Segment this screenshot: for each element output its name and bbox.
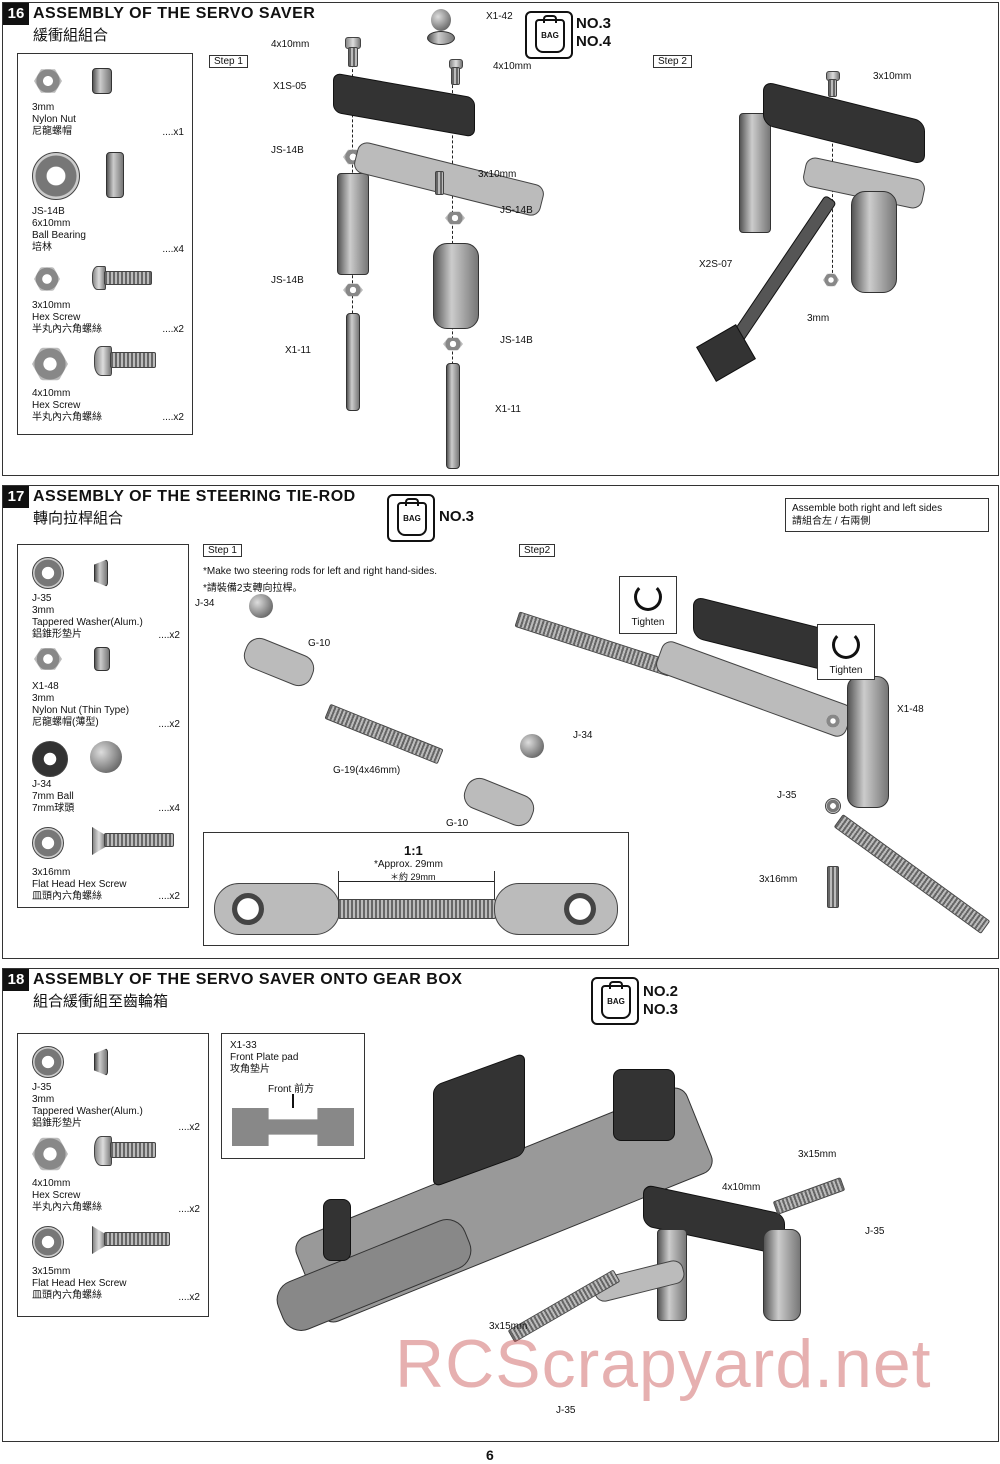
bag-number: NO.2 [643, 983, 679, 1000]
bag-number: NO.4 [576, 33, 612, 50]
bag-number: NO.3 [439, 508, 475, 525]
bag-icon: BAG [591, 977, 639, 1025]
ball-icon [32, 741, 68, 777]
washer-side-icon [94, 559, 108, 587]
servo-plate-drawing [763, 80, 925, 166]
section-number: 17 [3, 486, 29, 508]
step-1-label: Step 1 [203, 544, 242, 557]
screw-head-icon [32, 1137, 68, 1171]
section-title: ASSEMBLY OF THE SERVO SAVER [33, 5, 316, 22]
bag-icon: BAG [525, 11, 573, 59]
post-drawing [337, 173, 369, 275]
section-subtitle: 緩衝組組合 [33, 27, 109, 44]
bag-number: NO.3 [643, 1001, 679, 1018]
nut-side-icon [94, 647, 110, 671]
servo-saver-drawing [433, 243, 479, 329]
section-number: 18 [3, 969, 29, 991]
screw-head-icon [32, 347, 68, 381]
screw-head-icon [32, 1226, 64, 1258]
bag-number: NO.3 [576, 15, 612, 32]
step-2-label: Step2 [519, 544, 556, 557]
section-17: 17 ASSEMBLY OF THE STEERING TIE-ROD 轉向拉桿… [2, 485, 999, 959]
scale-drawing: 1:1 *Approx. 29mm ＊約 29mm [203, 832, 629, 946]
post-drawing [739, 113, 771, 233]
washer-icon [32, 557, 64, 589]
section-subtitle: 轉向拉桿組合 [33, 510, 124, 527]
section-16: 16 ASSEMBLY OF THE SERVO SAVER 緩衝組組合 BAG… [2, 2, 999, 476]
page-number: 6 [486, 1447, 494, 1463]
tighten-icon: Tighten [619, 576, 677, 634]
watermark: RCScrapyard.net [395, 1326, 932, 1402]
bag-icon: BAG [387, 494, 435, 542]
step-1-label: Step 1 [209, 55, 248, 68]
nylon-nut-icon [34, 69, 62, 93]
nut-side-icon [92, 68, 112, 94]
screw-head-icon [32, 827, 64, 859]
rod-end-drawing [459, 773, 539, 831]
section-title: ASSEMBLY OF THE SERVO SAVER ONTO GEAR BO… [33, 971, 463, 988]
turnbuckle-drawing [324, 703, 444, 765]
section-title: ASSEMBLY OF THE STEERING TIE-ROD [33, 488, 356, 505]
section-18: 18 ASSEMBLY OF THE SERVO SAVER ONTO GEAR… [2, 968, 999, 1442]
instruction-text: *Make two steering rods for left and rig… [203, 566, 438, 577]
shaft-drawing [346, 313, 360, 411]
plate-pad-drawing [232, 1108, 354, 1146]
washer-icon [32, 1046, 64, 1078]
servo-saver-drawing [851, 191, 897, 293]
bearing-icon [32, 152, 80, 200]
screw-head-icon [34, 267, 60, 291]
nylon-nut-icon [34, 648, 62, 670]
rod-end-drawing [239, 633, 319, 691]
tighten-icon: Tighten [817, 624, 875, 680]
tie-rod-drawing [833, 814, 991, 934]
ball-side-icon [90, 741, 122, 773]
step-2-label: Step 2 [653, 55, 692, 68]
washer-side-icon [94, 1048, 108, 1076]
instruction-text-cn: *請裝備2支轉向拉桿。 [203, 583, 303, 594]
section-number: 16 [3, 3, 29, 25]
section-subtitle: 組合緩衝組至齒輪箱 [33, 993, 169, 1010]
bearing-side-icon [106, 152, 124, 198]
